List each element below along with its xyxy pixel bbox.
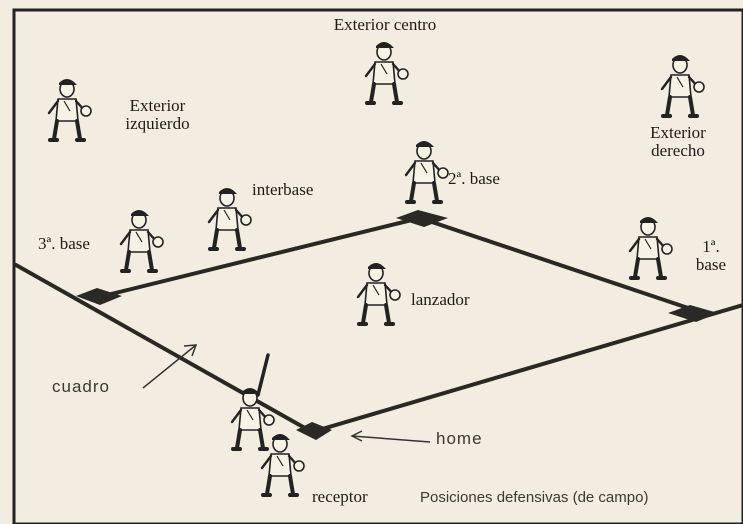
label-segunda-base: 2ª. base — [448, 169, 500, 188]
second-to-first-line — [418, 216, 702, 314]
bat-icon — [256, 353, 270, 397]
third-base-foul-line — [14, 263, 314, 434]
label-exterior-derecho-line2: derecho — [651, 140, 705, 160]
player-second-base-figure — [404, 139, 450, 204]
home-arrow — [350, 430, 431, 443]
label-exterior-izquierdo-line1: Exterior — [129, 96, 186, 115]
label-receptor: receptor — [312, 487, 368, 506]
diagram-caption: Posiciones defensivas (de campo) — [420, 489, 649, 506]
field-lines — [14, 216, 743, 434]
label-interbase: interbase — [252, 180, 314, 199]
cuadro-arrow — [142, 344, 198, 389]
player-pitcher-figure — [356, 261, 402, 326]
label-exterior-centro: Exterior centro — [333, 15, 437, 34]
player-shortstop-figure — [207, 186, 253, 251]
label-cuadro: cuadro — [52, 377, 110, 396]
batter-figure — [230, 353, 276, 451]
label-exterior-derecho-line1: Exterior — [650, 123, 706, 142]
home-plate — [296, 422, 332, 440]
player-left-field-figure — [47, 77, 93, 142]
label-exterior-derecho: Exterior derecho — [628, 124, 728, 160]
label-exterior-izquierdo: Exterior izquierdo — [110, 97, 205, 133]
player-center-field-figure — [364, 40, 410, 105]
first-base-foul-line — [310, 303, 743, 434]
player-catcher-figure — [260, 432, 306, 497]
first-base — [668, 305, 718, 322]
third-base — [76, 288, 122, 305]
label-exterior-izquierdo-line2: izquierdo — [125, 113, 190, 133]
player-first-base-figure — [628, 215, 674, 280]
label-primera-base: 1ª. base — [686, 238, 736, 274]
player-right-field-figure — [660, 53, 706, 118]
picture-frame — [12, 8, 743, 524]
label-primera-base-line2: base — [695, 254, 727, 274]
second-base — [396, 210, 448, 227]
third-to-second-line — [93, 216, 422, 300]
label-primera-base-line1: 1ª. — [702, 237, 720, 256]
label-lanzador: lanzador — [411, 290, 470, 309]
player-third-base-figure — [119, 208, 165, 273]
label-home: home — [436, 429, 483, 448]
label-tercera-base: 3ª. base — [38, 234, 90, 253]
